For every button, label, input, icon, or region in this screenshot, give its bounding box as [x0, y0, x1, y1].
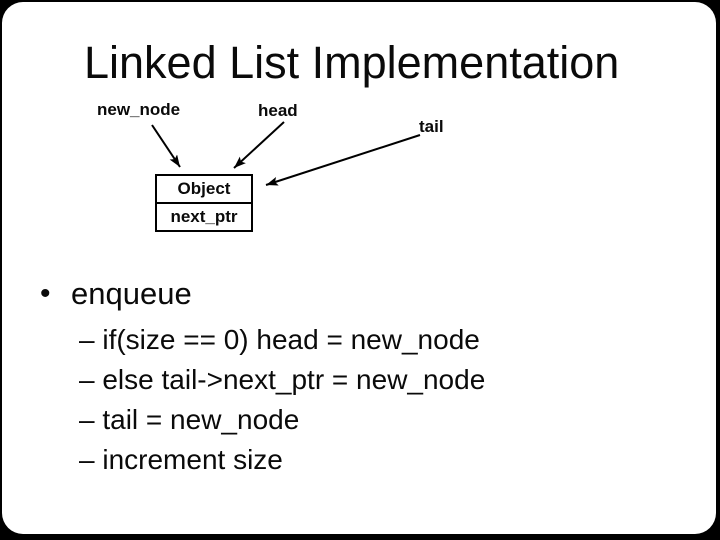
arrow-tail-to-box: [265, 134, 421, 186]
enqueue-step: – else tail->next_ptr = new_node: [79, 364, 486, 395]
label-new-node: new_node: [97, 100, 181, 119]
enqueue-steps: – if(size == 0) head = new_node – else t…: [79, 320, 485, 480]
node-field-object: Object: [157, 176, 251, 204]
slide-title: Linked List Implementation: [84, 37, 620, 88]
enqueue-step: – if(size == 0) head = new_node: [79, 324, 480, 355]
node-field-next-ptr: next_ptr: [170, 207, 238, 226]
enqueue-heading: enqueue: [71, 276, 192, 311]
label-tail: tail: [419, 117, 444, 136]
enqueue-step: – tail = new_node: [79, 404, 300, 435]
arrow-new-node-to-box: [151, 124, 181, 168]
arrow-head-to-box: [233, 121, 285, 169]
slide-background: [2, 2, 716, 534]
enqueue-step: – increment size: [79, 444, 283, 475]
bullet-dot-icon: •: [40, 277, 51, 310]
label-head: head: [258, 101, 298, 120]
node-box: Object next_ptr: [155, 174, 253, 232]
